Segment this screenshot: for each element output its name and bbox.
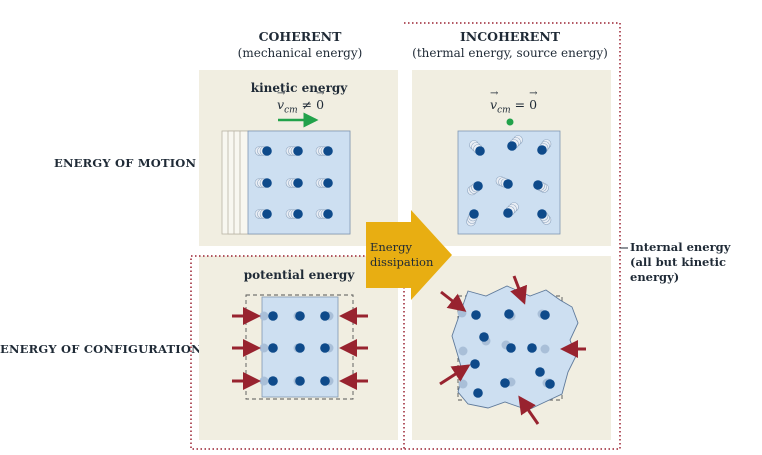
eq1-zero-arrow: → [316,88,325,99]
particle [295,376,305,386]
particle [268,343,278,353]
potential-energy-label: potential energy [243,268,355,282]
potential-compression-arrows [232,307,368,390]
particle [475,146,485,156]
kinetic-particles [254,146,333,219]
ghost-particle [259,376,269,386]
particle [262,146,272,156]
internal-energy-label: Internal energy (all but kinetic energy) [630,240,760,285]
dissipation-label: Energy dissipation [370,240,436,270]
coherent-subtitle: (mechanical energy) [237,46,363,60]
equation-vcm-nonzero: →vcm ≠ →0 [277,88,325,116]
particle [545,379,555,389]
particle [262,178,272,188]
potential-particles [259,311,334,386]
row-label-configuration: ENERGY OF CONFIGURATION [0,342,202,356]
internal-energy-line1: Internal energy [630,240,731,254]
eq2-vector-arrow: → [490,88,499,99]
ghost-particle [259,343,269,353]
particle [323,146,333,156]
particle [295,311,305,321]
ghost-particle [259,311,269,321]
equation-vcm-zero: →vcm = →0 [490,88,538,116]
kinetic-energy-label: kinetic energy [250,81,348,95]
particle [535,367,545,377]
deformation-arrows [439,275,586,425]
incoherent-title: INCOHERENT [459,29,561,44]
particle [473,181,483,191]
incoherent-dotted-frame [404,22,621,450]
particle [527,343,537,353]
particle [268,311,278,321]
particle [537,145,547,155]
ghost-particle [458,379,468,389]
particle [293,178,303,188]
internal-energy-line2: (all but kinetic energy) [630,255,727,284]
particle [470,359,480,369]
center-of-mass-dot [506,118,514,126]
coherent-title: COHERENT [258,29,342,44]
ghost-particle [540,344,550,354]
particle [500,378,510,388]
particle [262,209,272,219]
particle [471,310,481,320]
particle [320,376,330,386]
eq2-zero-arrow: → [529,88,538,99]
particle [506,343,516,353]
thermal-particles [466,135,552,227]
ghost-particle [458,346,468,356]
particle [533,180,543,190]
particle [504,309,514,319]
particle [268,376,278,386]
particle [537,209,547,219]
incoherent-subtitle: (thermal energy, source energy) [412,46,608,60]
dissipation-label-line2: dissipation [370,255,434,269]
particle [293,146,303,156]
particle [473,388,483,398]
particle [323,178,333,188]
dissipation-label-line1: Energy [370,240,412,254]
eq1-vector-arrow: → [277,88,286,99]
particle [469,209,479,219]
particle [293,209,303,219]
particle [295,343,305,353]
row-label-motion: ENERGY OF MOTION [54,156,197,170]
particle [479,332,489,342]
dissipation-arrow [366,210,452,300]
particle [507,141,517,151]
particle [323,209,333,219]
particle [540,310,550,320]
particle [503,208,513,218]
particle [320,343,330,353]
particle [320,311,330,321]
particle [503,179,513,189]
